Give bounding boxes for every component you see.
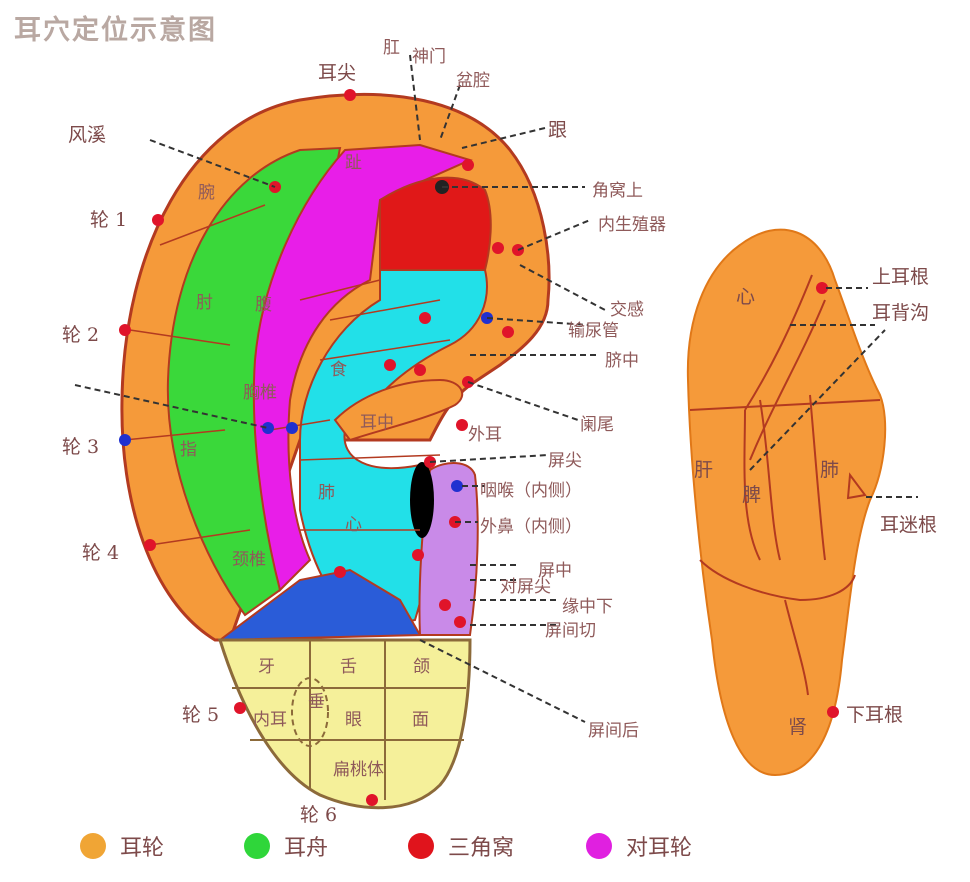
label-lun4: 轮 4 bbox=[82, 542, 120, 564]
label-erzhong: 耳中 bbox=[360, 413, 394, 433]
legend-swatch-antihelix bbox=[586, 833, 612, 859]
label-shuniaoguan: 输尿管 bbox=[568, 321, 619, 341]
legend-item-triangular: 三角窝 bbox=[408, 826, 514, 866]
label-ya: 牙 bbox=[258, 657, 275, 677]
label-dianxian: 肛 bbox=[379, 38, 399, 55]
label-lun3: 轮 3 bbox=[62, 436, 100, 458]
label-yan: 眼 bbox=[345, 710, 362, 730]
ear-canal bbox=[410, 462, 434, 538]
label-chui: 垂 bbox=[304, 692, 324, 709]
label-ermigen: 耳迷根 bbox=[880, 514, 938, 536]
legend-item-scapha: 耳舟 bbox=[244, 826, 328, 866]
label-lanwei: 阑尾 bbox=[580, 415, 614, 435]
label-pingjianqie: 屏间切 bbox=[545, 621, 596, 641]
tragus-region bbox=[418, 462, 479, 636]
label-back-fei: 肺 bbox=[820, 459, 840, 481]
label-pingjianhou: 屏间后 bbox=[588, 721, 639, 741]
label-jiaowoshang: 角窝上 bbox=[592, 181, 643, 201]
label-fu: 腹 bbox=[255, 295, 272, 315]
legend-label-triangular: 三角窝 bbox=[448, 836, 515, 861]
label-she: 舌 bbox=[340, 657, 357, 677]
label-xin: 心 bbox=[345, 515, 362, 535]
label-waibi: 外鼻（内侧） bbox=[480, 517, 582, 537]
legend-swatch-triangular bbox=[408, 833, 434, 859]
label-lun2: 轮 2 bbox=[62, 324, 100, 346]
label-lun6: 轮 6 bbox=[300, 804, 338, 826]
label-gen: 跟 bbox=[548, 119, 568, 141]
legend-label-antihelix: 对耳轮 bbox=[626, 836, 693, 861]
antihelix-region bbox=[252, 143, 473, 592]
label-lun1: 轮 1 bbox=[90, 209, 128, 231]
label-back-gan: 肝 bbox=[694, 459, 714, 481]
label-qizhong: 脐中 bbox=[605, 351, 639, 371]
label-lun5: 轮 5 bbox=[182, 704, 220, 726]
label-yanhou: 咽喉（内侧） bbox=[480, 481, 582, 501]
front-ear bbox=[74, 54, 606, 810]
triangular-fossa-region bbox=[379, 176, 492, 271]
label-zhou: 肘 bbox=[196, 293, 213, 313]
label-neier: 内耳 bbox=[253, 710, 287, 730]
label-zhi2: 指 bbox=[180, 440, 197, 460]
label-jingzhui: 颈椎 bbox=[232, 550, 266, 570]
label-pingjian: 屏尖 bbox=[548, 451, 582, 471]
label-he: 颌 bbox=[413, 657, 430, 677]
label-back-shen: 肾 bbox=[788, 716, 808, 738]
label-fengxi: 风溪 bbox=[68, 124, 107, 146]
label-zhi: 趾 bbox=[345, 153, 362, 173]
label-erjian: 耳尖 bbox=[318, 62, 357, 84]
label-zhuanxia: 缘中下 bbox=[562, 597, 613, 617]
legend-swatch-helix bbox=[80, 833, 106, 859]
legend-item-antihelix: 对耳轮 bbox=[586, 826, 692, 866]
label-mian: 面 bbox=[412, 710, 429, 730]
label-erbeigou: 耳背沟 bbox=[872, 302, 930, 324]
label-pengqiang: 盆腔 bbox=[456, 71, 490, 91]
label-shangergen: 上耳根 bbox=[872, 266, 930, 288]
label-wan: 腕 bbox=[198, 183, 215, 203]
label-back-xin: 心 bbox=[736, 286, 756, 308]
legend-swatch-scapha bbox=[244, 833, 270, 859]
label-shi: 食 bbox=[330, 360, 347, 380]
label-yuanpingjian: 对屏尖 bbox=[500, 577, 551, 597]
lobe-region bbox=[217, 638, 472, 810]
legend-item-helix: 耳轮 bbox=[80, 826, 164, 866]
label-pingzhong: 屏中 bbox=[538, 561, 572, 581]
label-xiaergen: 下耳根 bbox=[846, 704, 904, 726]
label-xiongzhui: 胸椎 bbox=[243, 383, 277, 403]
intertragic-region bbox=[216, 568, 422, 642]
legend-label-scapha: 耳舟 bbox=[284, 836, 329, 861]
label-neishengzhiqi: 内生殖器 bbox=[598, 215, 666, 235]
page-title: 耳穴定位示意图 bbox=[14, 15, 217, 46]
label-jiaogan: 交感 bbox=[610, 300, 644, 320]
label-back-pi: 脾 bbox=[742, 484, 762, 506]
label-shenmen: 神门 bbox=[412, 47, 446, 67]
back-ear-shape bbox=[686, 228, 887, 777]
label-biantaoti: 扁桃体 bbox=[333, 760, 384, 780]
label-waier: 外耳 bbox=[468, 425, 502, 445]
legend-label-helix: 耳轮 bbox=[120, 836, 165, 861]
label-fei: 肺 bbox=[318, 483, 335, 503]
back-ear bbox=[686, 228, 918, 777]
